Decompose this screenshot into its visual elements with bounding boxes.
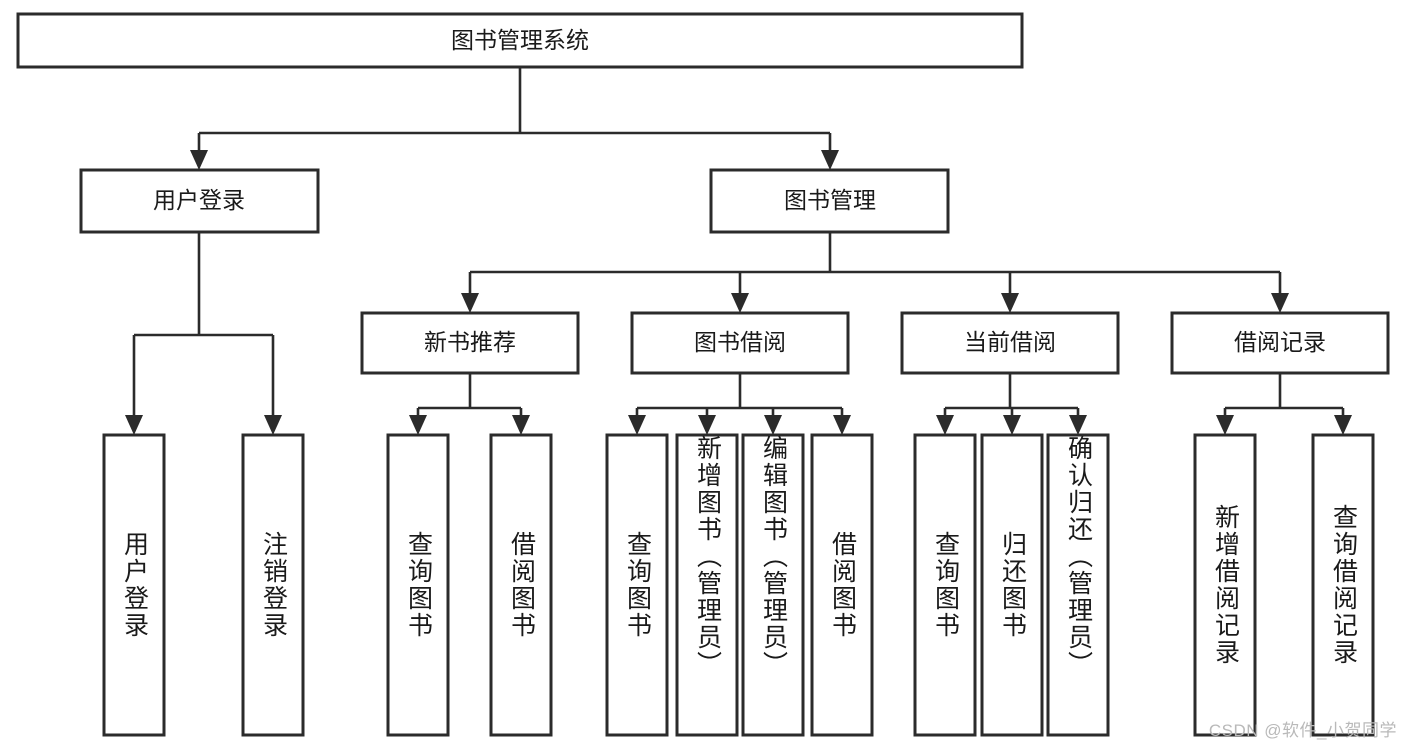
leaf-box-user-login[interactable] bbox=[102, 433, 166, 737]
arrow-head-book-mgmt bbox=[821, 150, 839, 170]
leaf-boxes-user-login bbox=[102, 433, 305, 737]
arrow-head-bb-leaf-1 bbox=[628, 415, 646, 435]
leaf-box-bb-borrow-book[interactable] bbox=[810, 433, 874, 737]
leaf-box-br-query-record[interactable] bbox=[1311, 433, 1375, 737]
node-user-login[interactable]: 用户登录 bbox=[79, 168, 320, 234]
node-root-label: 图书管理系统 bbox=[451, 27, 589, 53]
leaf-boxes-new-book-recommend bbox=[386, 433, 553, 737]
arrow-head-user-login bbox=[190, 150, 208, 170]
arrow-head-nb-leaf-1 bbox=[409, 415, 427, 435]
node-user-login-box[interactable] bbox=[79, 168, 320, 234]
arrow-head-bb-leaf-3 bbox=[764, 415, 782, 435]
arrow-head-borrow-record bbox=[1271, 293, 1289, 313]
leaf-boxes-current-borrow bbox=[913, 433, 1110, 737]
node-root[interactable]: 图书管理系统 bbox=[16, 12, 1024, 69]
leaf-box-cb-query-book[interactable] bbox=[913, 433, 977, 737]
node-book-borrow-label: 图书借阅 bbox=[694, 329, 786, 355]
connector-group-new-book bbox=[409, 373, 530, 435]
arrow-head-book-borrow bbox=[731, 293, 749, 313]
leaf-box-cb-return-book[interactable] bbox=[980, 433, 1044, 737]
arrow-head-br-leaf-2 bbox=[1334, 415, 1352, 435]
node-book-borrow-box[interactable] bbox=[630, 311, 850, 375]
node-current-borrow[interactable]: 当前借阅 bbox=[900, 311, 1120, 375]
node-new-book-recommend-label: 新书推荐 bbox=[424, 329, 516, 355]
arrow-head-new-book bbox=[461, 293, 479, 313]
connector-group-user-login bbox=[125, 232, 282, 435]
arrow-head-cb-leaf-2 bbox=[1003, 415, 1021, 435]
node-borrow-record-label: 借阅记录 bbox=[1234, 329, 1326, 355]
connector-group-book-mgmt bbox=[461, 232, 1289, 313]
leaf-box-bb-add-book[interactable] bbox=[675, 433, 739, 737]
leaf-box-nb-borrow-book[interactable] bbox=[489, 433, 553, 737]
node-book-borrow[interactable]: 图书借阅 bbox=[630, 311, 850, 375]
node-new-book-recommend[interactable]: 新书推荐 bbox=[360, 311, 580, 375]
node-current-borrow-label: 当前借阅 bbox=[964, 329, 1056, 355]
connector-group-root bbox=[190, 67, 839, 170]
arrow-head-nb-leaf-2 bbox=[512, 415, 530, 435]
node-book-management[interactable]: 图书管理 bbox=[709, 168, 950, 234]
connector-group-current-borrow bbox=[936, 373, 1087, 435]
node-book-management-box[interactable] bbox=[709, 168, 950, 234]
connector-group-borrow-record bbox=[1216, 373, 1352, 435]
leaf-box-br-add-record[interactable] bbox=[1193, 433, 1257, 737]
leaf-box-cb-confirm-return[interactable] bbox=[1046, 433, 1110, 737]
arrow-head-cb-leaf-1 bbox=[936, 415, 954, 435]
node-root-box[interactable] bbox=[16, 12, 1024, 69]
leaf-box-logout[interactable] bbox=[241, 433, 305, 737]
leaf-boxes-borrow-record bbox=[1193, 433, 1375, 737]
arrow-head-br-leaf-1 bbox=[1216, 415, 1234, 435]
node-book-management-label: 图书管理 bbox=[784, 187, 876, 213]
arrow-head-cb-leaf-3 bbox=[1069, 415, 1087, 435]
leaf-box-bb-query-book[interactable] bbox=[605, 433, 669, 737]
arrow-head-leaf-logout bbox=[264, 415, 282, 435]
leaf-box-nb-query-book[interactable] bbox=[386, 433, 450, 737]
arrow-head-leaf-user-login bbox=[125, 415, 143, 435]
node-borrow-record-box[interactable] bbox=[1170, 311, 1390, 375]
node-user-login-label: 用户登录 bbox=[153, 187, 245, 213]
node-borrow-record[interactable]: 借阅记录 bbox=[1170, 311, 1390, 375]
arrow-head-current-borrow bbox=[1001, 293, 1019, 313]
arrow-head-bb-leaf-4 bbox=[833, 415, 851, 435]
leaf-box-bb-edit-book[interactable] bbox=[741, 433, 805, 737]
node-current-borrow-box[interactable] bbox=[900, 311, 1120, 375]
node-new-book-recommend-box[interactable] bbox=[360, 311, 580, 375]
arrow-head-bb-leaf-2 bbox=[698, 415, 716, 435]
connector-group-book-borrow bbox=[628, 373, 851, 435]
leaf-boxes-book-borrow bbox=[605, 433, 874, 737]
csdn-watermark: CSDN @软件_小贺同学 bbox=[1208, 721, 1397, 740]
